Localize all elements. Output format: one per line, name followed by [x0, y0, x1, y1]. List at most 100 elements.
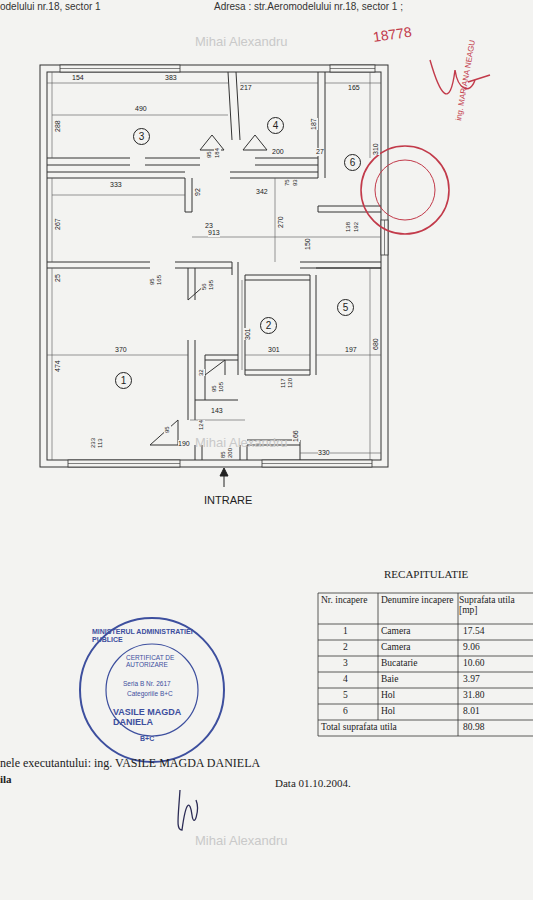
dimension-number: 25	[54, 274, 62, 282]
dimension-number: 195	[208, 280, 215, 290]
table-cell: Hol	[381, 690, 395, 700]
dimension-number: 165	[348, 84, 360, 92]
text-fragment: ila	[0, 773, 12, 785]
dimension-number: 27	[316, 148, 324, 156]
dimension-number: 270	[277, 216, 285, 228]
table-cell: Hol	[381, 706, 395, 716]
table-cell: 4	[343, 674, 348, 684]
dimension-number: 267	[54, 218, 62, 230]
stamp-text: B+C	[140, 735, 154, 743]
dimension-number: 95	[149, 278, 156, 285]
dimension-number: 32	[198, 369, 205, 376]
dimension-number: 187	[310, 118, 318, 130]
dimension-number: 166	[292, 430, 300, 442]
watermark: Mihai Alexandru	[195, 35, 288, 49]
room-number: 2	[266, 321, 272, 331]
address-fragment: odelului nr.18, sector 1	[0, 1, 101, 12]
table-header: Suprafata utila [mp]	[459, 595, 531, 616]
table-cell: 80.98	[463, 722, 484, 732]
dimension-number: 288	[54, 120, 62, 132]
dimension-number: 310	[372, 143, 380, 155]
table-cell: 1	[343, 626, 348, 636]
stamp-text: Seria B Nr. 2617	[123, 680, 171, 687]
dimension-number: 333	[110, 181, 122, 189]
dimension-number: 105	[218, 382, 225, 392]
dimension-number: 383	[165, 74, 177, 82]
table-cell: 31.80	[463, 690, 484, 700]
dimension-number: 138	[345, 222, 352, 232]
table-cell: 5	[343, 690, 348, 700]
stamp-text: MINISTERUL ADMINISTRATIEI PUBLICE	[92, 628, 212, 643]
table-cell: Camera	[381, 642, 411, 652]
dimension-number: 233	[90, 438, 97, 448]
dimension-number: 200	[272, 148, 284, 156]
dimension-number: 190	[178, 440, 190, 448]
table-title: RECAPITULATIE	[384, 568, 468, 580]
stamp-text: VASILE MAGDA DANIELA	[113, 708, 193, 728]
table-cell: Total suprafata utila	[321, 722, 397, 732]
room-number-circle: 5	[337, 299, 354, 316]
table-cell: 2	[343, 642, 348, 652]
room-number-circle: 3	[133, 128, 150, 145]
room-number: 6	[350, 158, 356, 168]
table-cell: 3	[343, 658, 348, 668]
dimension-number: 913	[208, 229, 220, 237]
watermark: Mihai Alexandru	[195, 834, 288, 848]
dimension-number: 184	[214, 148, 221, 158]
dimension-number: 120	[287, 378, 294, 388]
dimension-number: 85	[220, 451, 227, 458]
executant-name: nele executantului: ing. VASILE MAGDA DA…	[0, 757, 260, 770]
dimension-number: 95	[164, 426, 171, 433]
table-cell: Camera	[381, 626, 411, 636]
stamp-text: CERTIFICAT DE AUTORIZARE	[126, 654, 180, 668]
dimension-number: 330	[318, 449, 330, 457]
table-cell: Baie	[381, 674, 398, 684]
dimension-number: 490	[135, 105, 147, 113]
dimension-number: 165	[156, 275, 163, 285]
table-header: Denumire incapere	[381, 595, 457, 605]
stamp-text: Categoriile B+C	[127, 690, 173, 697]
room-number: 1	[121, 376, 127, 386]
table-cell: 8.01	[463, 706, 480, 716]
dimension-number: 56	[201, 283, 208, 290]
dimension-number: 117	[280, 378, 287, 388]
table-cell: 9.06	[463, 642, 480, 652]
dimension-number: 92	[194, 188, 202, 196]
file-number: 18778	[372, 25, 413, 46]
dimension-number: 143	[211, 407, 223, 415]
dimension-number: 680	[372, 338, 380, 350]
table-cell: 3.97	[463, 674, 480, 684]
dimension-number: 474	[54, 360, 62, 372]
date: Data 01.10.2004.	[275, 777, 351, 789]
dimension-number: 197	[345, 346, 357, 354]
table-cell: 17.54	[463, 626, 484, 636]
dimension-number: 93	[292, 179, 299, 186]
table-cell: 6	[343, 706, 348, 716]
table-cell: 10.60	[463, 658, 484, 668]
room-number: 5	[343, 303, 349, 313]
dimension-number: 124	[198, 420, 205, 430]
dimension-number: 95	[206, 151, 213, 158]
dimension-number: 301	[244, 328, 252, 340]
entrance-label: INTRARE	[204, 494, 252, 506]
dimension-number: 192	[353, 222, 360, 232]
dimension-number: 342	[256, 188, 268, 196]
room-number-circle: 6	[344, 154, 361, 171]
table-cell: Bucatarie	[381, 658, 417, 668]
dimension-number: 95	[211, 385, 218, 392]
dimension-number: 150	[304, 238, 312, 250]
room-number-circle: 4	[267, 117, 284, 134]
watermark: Mihai Alexandru	[195, 436, 288, 450]
dimension-number: 113	[97, 438, 104, 448]
dimension-number: 75	[284, 179, 291, 186]
dimension-number: 370	[115, 346, 127, 354]
dimension-number: 301	[268, 346, 280, 354]
room-number: 4	[273, 121, 279, 131]
room-number-circle: 1	[115, 372, 132, 389]
dimension-number: 154	[72, 74, 84, 82]
room-number: 3	[139, 132, 145, 142]
address: Adresa : str.Aeromodelului nr.18, sector…	[214, 1, 403, 12]
table-header: Nr. incapere	[321, 595, 377, 605]
room-number-circle: 2	[260, 317, 277, 334]
dimension-number: 217	[240, 84, 252, 92]
